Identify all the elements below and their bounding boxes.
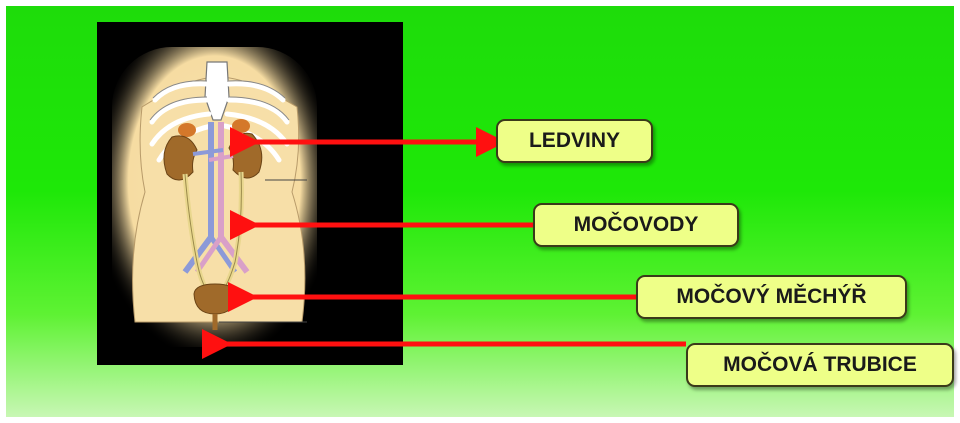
bladder	[194, 284, 236, 314]
left-kidney	[164, 136, 197, 180]
label-kidneys: LEDVINY	[496, 119, 653, 163]
label-urethra: MOČOVÁ TRUBICE	[686, 343, 954, 387]
urinary-system-illustration	[97, 22, 403, 365]
right-kidney	[229, 133, 262, 178]
label-bladder: MOČOVÝ MĚCHÝŘ	[636, 275, 907, 319]
label-ureters: MOČOVODY	[533, 203, 739, 247]
anatomy-image-frame	[97, 22, 403, 365]
